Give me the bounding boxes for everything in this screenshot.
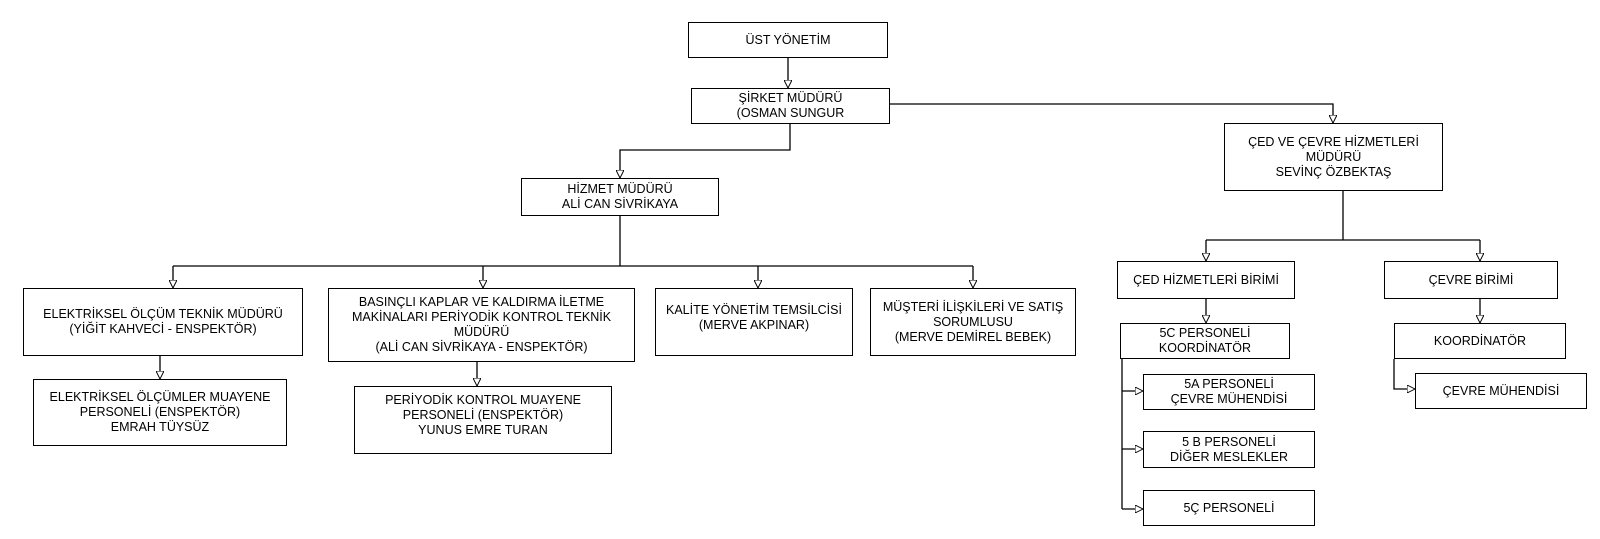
- node-line: ÇED VE ÇEVRE HİZMETLERİ: [1248, 134, 1419, 149]
- node-line: 5A PERSONELİ: [1184, 377, 1274, 391]
- node-line: 5Ç PERSONELİ: [1183, 500, 1275, 515]
- node-cevre-birimi: ÇEVRE BİRİMİ: [1384, 261, 1558, 299]
- node-line: KALİTE YÖNETİM TEMSİLCİSİ: [666, 303, 842, 317]
- node-line: (MERVE AKPINAR): [698, 318, 810, 332]
- node-koordinator: KOORDİNATÖR: [1394, 323, 1566, 359]
- node-musteri-iliskileri: MÜŞTERİ İLİŞKİLERİ VE SATIŞ SORUMLUSU (M…: [870, 288, 1076, 356]
- node-hizmet-muduru: HİZMET MÜDÜRÜ ALİ CAN SİVRİKAYA: [521, 178, 719, 216]
- node-line: YUNUS EMRE TURAN: [418, 423, 548, 437]
- node-line: (OSMAN SUNGUR: [736, 106, 845, 120]
- node-sirket-muduru: ŞİRKET MÜDÜRÜ (OSMAN SUNGUR: [691, 88, 890, 124]
- node-5b-personeli: 5 B PERSONELİ DİĞER MESLEKLER: [1143, 431, 1315, 468]
- node-line: ŞİRKET MÜDÜRÜ: [738, 91, 843, 105]
- connector-hizmet-bus: [173, 216, 973, 267]
- node-line: ALİ CAN SİVRİKAYA: [561, 197, 679, 211]
- node-line: ÇED HİZMETLERİ BİRİMİ: [1133, 272, 1279, 287]
- node-periyodik-personel: PERİYODİK KONTROL MUAYENE PERSONELİ (ENS…: [354, 386, 612, 454]
- node-ust-yonetim: ÜST YÖNETİM: [688, 22, 888, 58]
- node-5c-personeli: 5C PERSONELİ KOORDİNATÖR: [1120, 323, 1290, 359]
- node-line: ÜST YÖNETİM: [745, 32, 831, 47]
- node-ced-birimi: ÇED HİZMETLERİ BİRİMİ: [1117, 261, 1295, 299]
- node-line: ÇEVRE MÜHENDİSİ: [1170, 392, 1288, 406]
- node-line: MÜDÜRÜ: [1305, 149, 1362, 164]
- node-line: (YİĞİT KAHVECİ - ENSPEKTÖR): [69, 322, 257, 336]
- connector-sirket-to-ced-cevre: [890, 103, 1333, 123]
- node-cevre-muhendisi: ÇEVRE MÜHENDİSİ: [1415, 373, 1587, 409]
- connector-koordinator-to-muhendis: [1393, 359, 1415, 389]
- node-line: SEVİNÇ ÖZBEKTAŞ: [1275, 164, 1392, 179]
- node-line: EMRAH TÜYSÜZ: [110, 420, 210, 434]
- node-5a-personeli: 5A PERSONELİ ÇEVRE MÜHENDİSİ: [1143, 374, 1315, 410]
- node-line: PERİYODİK KONTROL MUAYENE: [385, 393, 581, 407]
- node-line: KOORDİNATÖR: [1158, 341, 1252, 355]
- node-kalite-temsilcisi: KALİTE YÖNETİM TEMSİLCİSİ (MERVE AKPINAR…: [655, 288, 853, 356]
- connector-sirket-to-hizmet: [620, 124, 791, 178]
- node-line: MAKİNALARI PERİYODİK KONTROL TEKNİK: [351, 310, 612, 324]
- node-line: MÜŞTERİ İLİŞKİLERİ VE SATIŞ: [882, 299, 1064, 314]
- node-line: HİZMET MÜDÜRÜ: [567, 182, 673, 196]
- node-5c2-personeli: 5Ç PERSONELİ: [1143, 490, 1315, 526]
- connector-ced-cevre-bus: [1206, 191, 1480, 241]
- node-line: PERSONELİ (ENSPEKTÖR): [402, 408, 564, 422]
- node-line: ÇEVRE BİRİMİ: [1428, 272, 1514, 287]
- node-basincli-kaplar-muduru: BASINÇLI KAPLAR VE KALDIRMA İLETME MAKİN…: [328, 288, 635, 362]
- node-line: DİĞER MESLEKLER: [1169, 449, 1289, 464]
- node-line: SORUMLUSU: [933, 314, 1013, 329]
- node-line: KOORDİNATÖR: [1433, 333, 1527, 348]
- node-line: ÇEVRE MÜHENDİSİ: [1442, 383, 1560, 398]
- node-ced-cevre-muduru: ÇED VE ÇEVRE HİZMETLERİ MÜDÜRÜ SEVİNÇ ÖZ…: [1224, 123, 1443, 191]
- node-line: MÜDÜRÜ: [453, 325, 510, 339]
- node-elektriksel-teknik-muduru: ELEKTRİKSEL ÖLÇÜM TEKNİK MÜDÜRÜ (YİĞİT K…: [23, 288, 303, 356]
- node-line: 5C PERSONELİ: [1159, 326, 1251, 340]
- node-line: (ALİ CAN SİVRİKAYA - ENSPEKTÖR): [375, 340, 588, 354]
- node-elektriksel-personel: ELEKTRİKSEL ÖLÇÜMLER MUAYENE PERSONELİ (…: [33, 379, 287, 446]
- node-line: BASINÇLI KAPLAR VE KALDIRMA İLETME: [358, 295, 605, 309]
- node-line: ELEKTRİKSEL ÖLÇÜM TEKNİK MÜDÜRÜ: [43, 307, 283, 321]
- node-line: ELEKTRİKSEL ÖLÇÜMLER MUAYENE: [49, 390, 271, 404]
- node-line: 5 B PERSONELİ: [1182, 434, 1276, 449]
- node-line: (MERVE DEMİREL BEBEK): [894, 329, 1052, 344]
- node-line: PERSONELİ (ENSPEKTÖR): [79, 405, 241, 419]
